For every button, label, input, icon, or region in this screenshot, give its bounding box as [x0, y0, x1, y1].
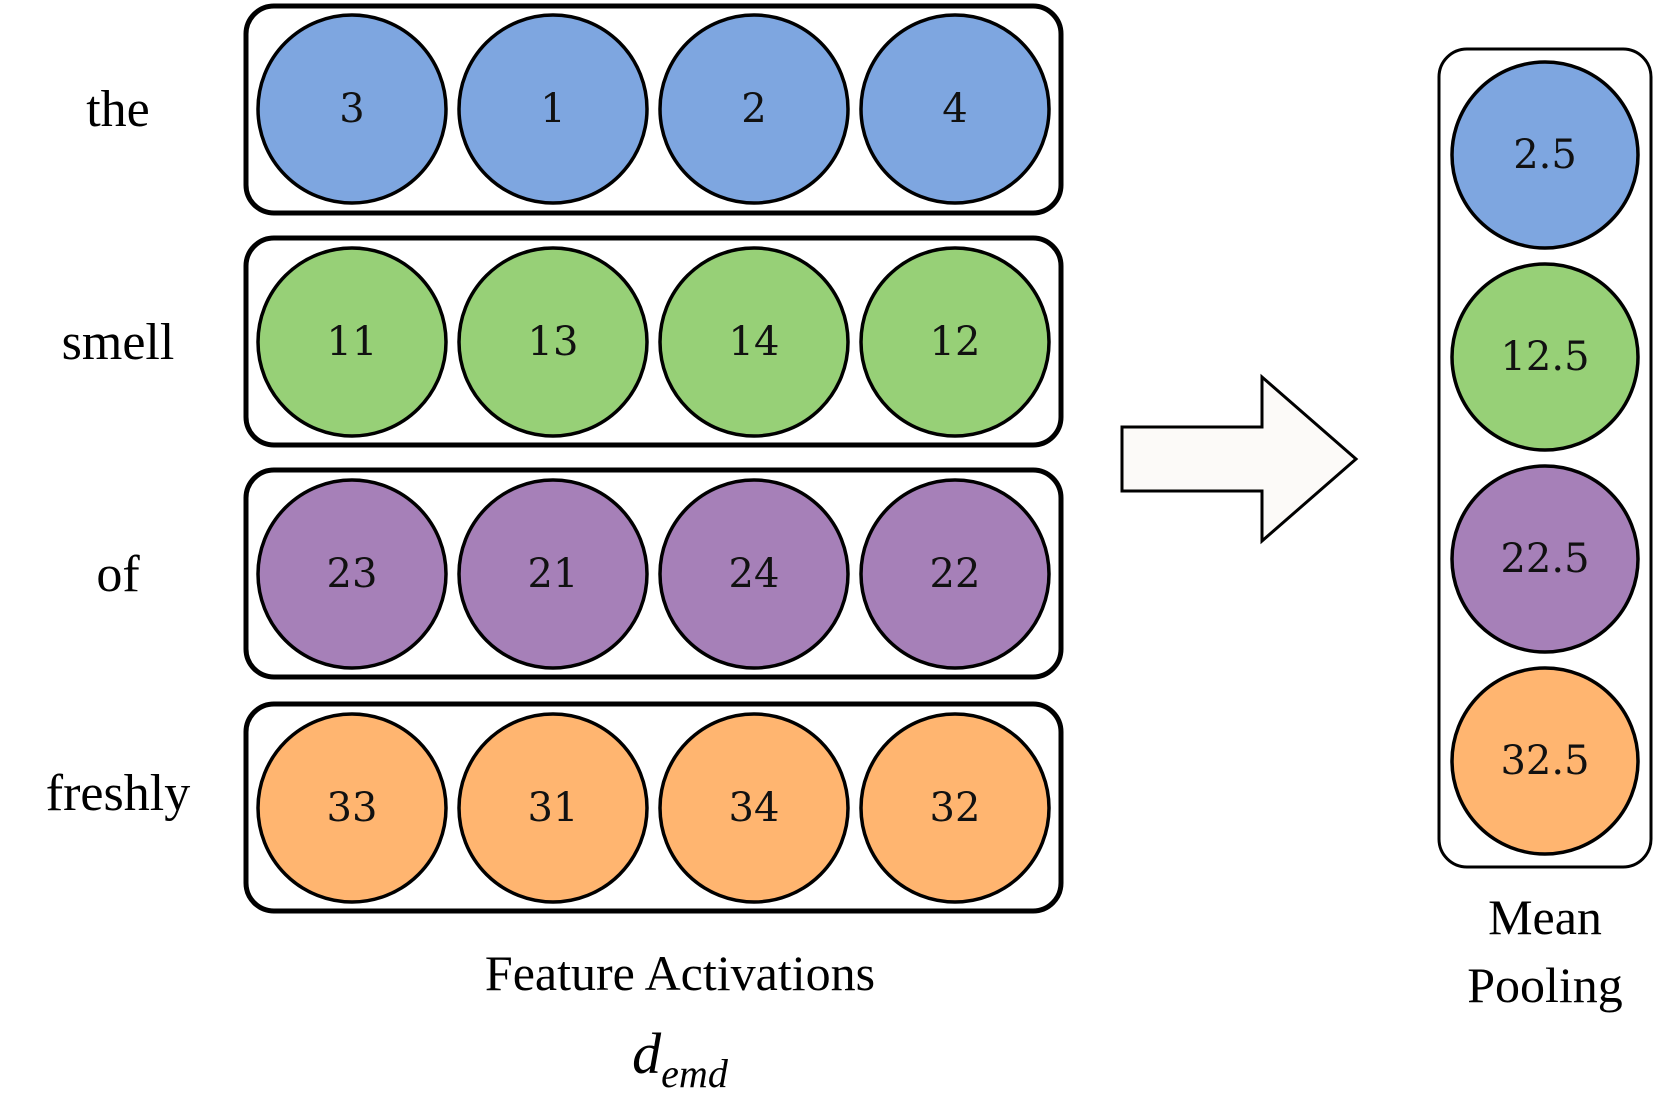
activation-node — [658, 478, 850, 670]
token-row-the: the 3 1 2 4 — [86, 3, 1064, 216]
activation-value: 24 — [729, 551, 780, 597]
activation-value: 21 — [528, 551, 579, 597]
activation-node — [457, 712, 649, 904]
token-label: freshly — [46, 765, 190, 822]
pooled-vector-box — [1437, 47, 1653, 869]
activation-value: 11 — [327, 319, 378, 365]
pooled-node — [1450, 464, 1640, 654]
activation-value: 12 — [930, 319, 981, 365]
activation-node — [859, 712, 1051, 904]
mean-pooling-column: 2.5 12.5 22.5 32.5 Mean Pooling — [1437, 47, 1653, 1013]
activation-row-box — [243, 467, 1064, 680]
token-label: smell — [62, 314, 175, 371]
activation-value: 34 — [729, 785, 780, 831]
activation-value: 22 — [930, 551, 981, 597]
activation-row-box — [243, 235, 1064, 448]
activation-node — [658, 712, 850, 904]
pooled-value: 12.5 — [1500, 334, 1589, 380]
activation-node — [457, 246, 649, 438]
activation-node — [658, 246, 850, 438]
activation-value: 32 — [930, 785, 981, 831]
dimension-label-subscript: emd — [661, 1051, 729, 1096]
activation-node — [859, 246, 1051, 438]
dimension-label: demd — [632, 1021, 729, 1096]
activation-value: 1 — [540, 86, 565, 132]
activation-value: 4 — [942, 86, 967, 132]
token-row-of: of 23 21 24 22 — [96, 467, 1064, 680]
activation-node — [457, 478, 649, 670]
activation-value: 33 — [327, 785, 378, 831]
token-label: the — [86, 81, 150, 138]
activation-node — [256, 13, 448, 205]
dimension-label-base: d — [632, 1021, 662, 1086]
activation-node — [457, 13, 649, 205]
activation-row-box — [243, 701, 1064, 914]
activation-node — [658, 13, 850, 205]
pooled-node — [1450, 262, 1640, 452]
activation-value: 13 — [528, 319, 579, 365]
activation-value: 2 — [741, 86, 766, 132]
activation-node — [859, 478, 1051, 670]
pooled-value: 2.5 — [1513, 132, 1577, 178]
activation-value: 3 — [339, 86, 364, 132]
mean-pooling-caption-line2: Pooling — [1467, 957, 1623, 1013]
activation-row-box — [243, 3, 1064, 216]
token-row-smell: smell 11 13 14 12 — [62, 235, 1064, 448]
activation-value: 31 — [528, 785, 579, 831]
feature-activations-caption: Feature Activations — [485, 945, 875, 1001]
right-arrow-icon — [1120, 373, 1359, 545]
token-label: of — [96, 546, 140, 603]
activation-node — [256, 478, 448, 670]
pooled-value: 22.5 — [1500, 536, 1589, 582]
pooled-node — [1450, 666, 1640, 856]
token-row-freshly: freshly 33 31 34 32 — [46, 701, 1064, 914]
pooled-value: 32.5 — [1500, 738, 1589, 784]
activation-node — [859, 13, 1051, 205]
activation-value: 14 — [729, 319, 780, 365]
activation-value: 23 — [327, 551, 378, 597]
activation-node — [256, 246, 448, 438]
pooled-node — [1450, 60, 1640, 250]
activation-node — [256, 712, 448, 904]
mean-pooling-caption-line1: Mean — [1488, 889, 1602, 945]
